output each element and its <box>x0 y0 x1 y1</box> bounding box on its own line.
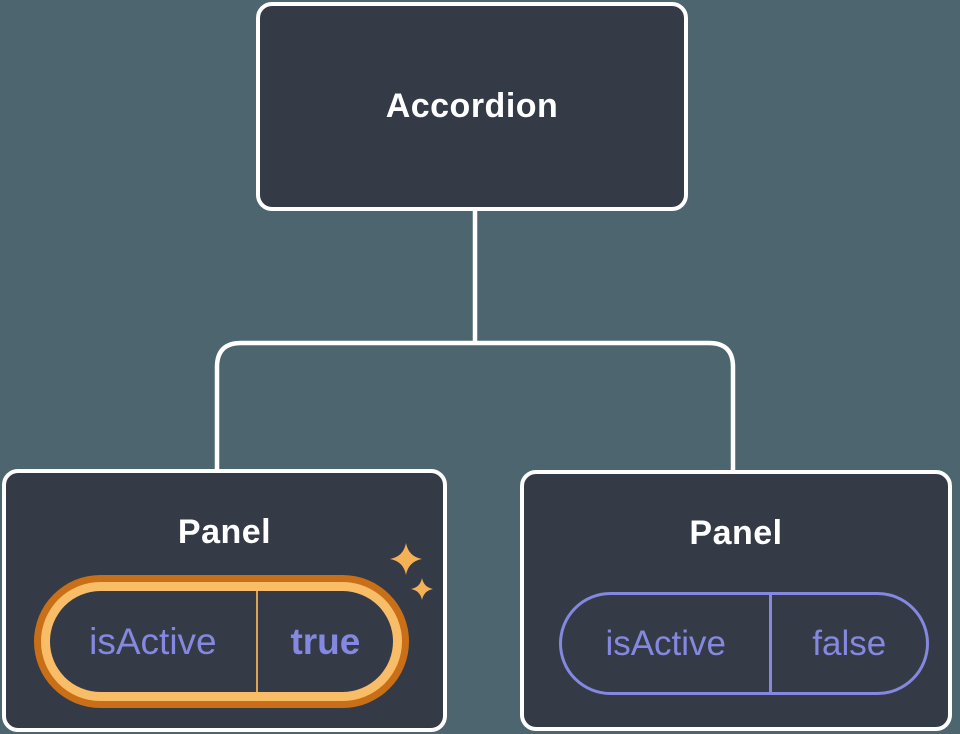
pill-divider <box>255 591 258 692</box>
panel-active-title: Panel <box>177 513 272 551</box>
node-accordion: Accordion <box>256 2 688 211</box>
node-panel-active: Panel isActive true <box>2 469 447 732</box>
state-key-label: isActive <box>605 623 727 663</box>
state-pill-active-content: isActive true <box>50 591 393 692</box>
node-accordion-label: Accordion <box>385 87 559 125</box>
node-panel-inactive: Panel isActive false <box>520 470 952 731</box>
state-value-label: false <box>812 623 887 663</box>
panel-inactive-title: Panel <box>689 514 783 552</box>
sparkles-icon <box>390 543 433 600</box>
state-pill-inactive: isActive false <box>559 592 929 695</box>
state-value-label: true <box>290 620 361 662</box>
state-pill-active: isActive true <box>34 575 409 708</box>
state-pill-active-inner-ring: isActive true <box>41 582 402 701</box>
state-key-label: isActive <box>89 620 217 662</box>
pill-divider <box>769 595 773 692</box>
